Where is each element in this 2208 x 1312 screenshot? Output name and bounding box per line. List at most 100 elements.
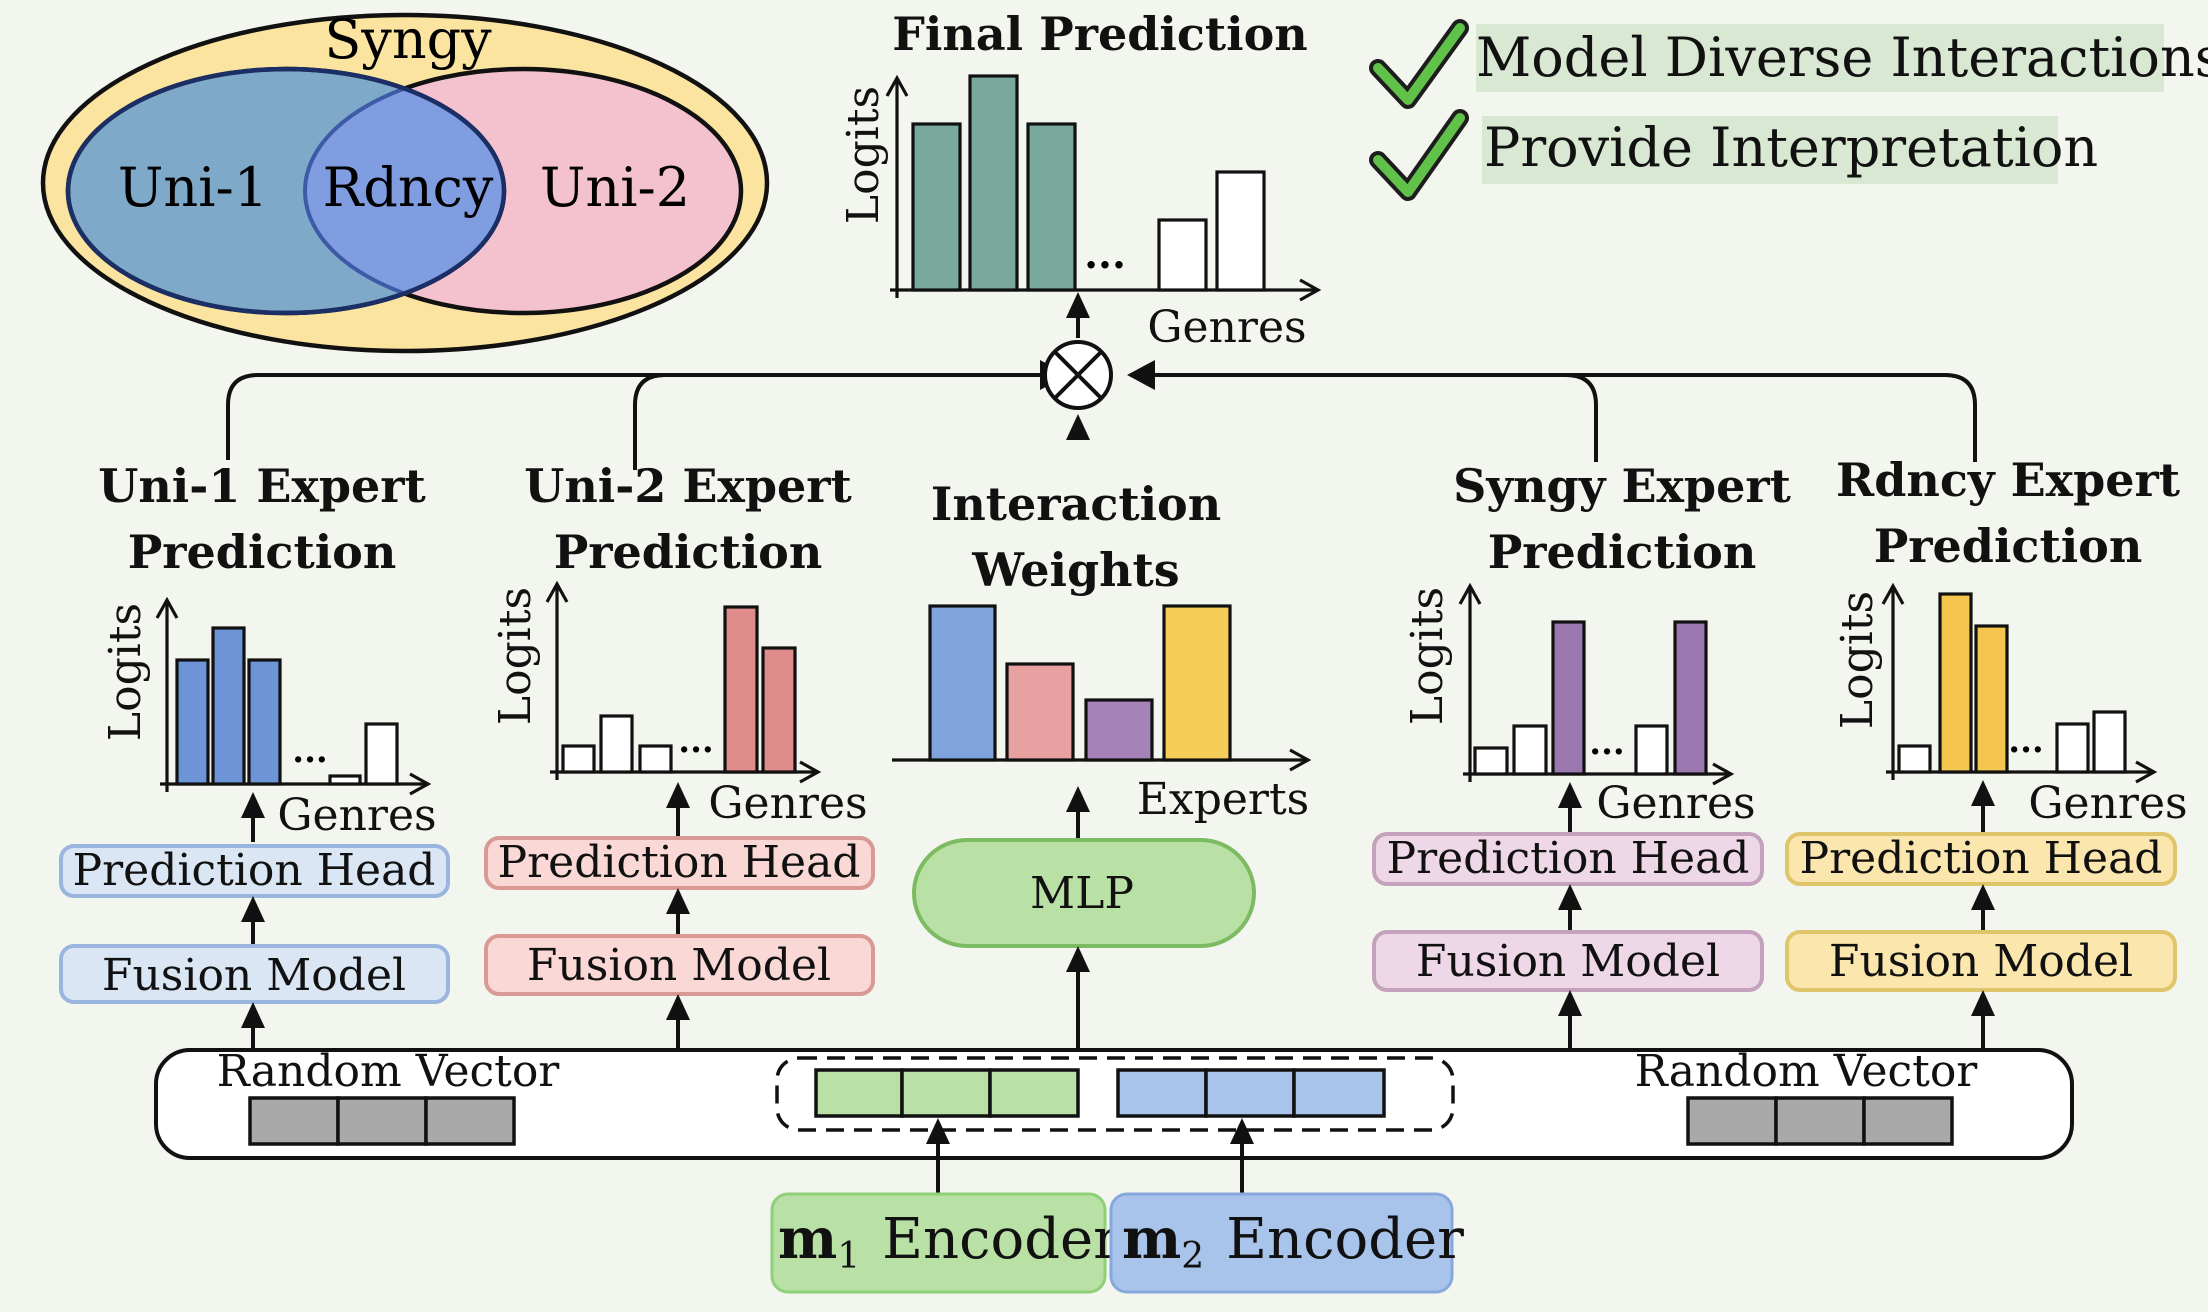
uni1-prediction-head — [59, 844, 450, 898]
vector-cell — [248, 1096, 340, 1146]
rdncy-bar — [1938, 592, 1973, 774]
uni1-bar — [364, 722, 399, 786]
rdncy-title-line2: Prediction — [1874, 519, 2143, 573]
multiply-operator-cross — [1053, 350, 1103, 400]
random-vector-left-label: Random Vector — [217, 1046, 561, 1097]
venn-diagram: Syngy Uni-1 Rdncy Uni-2 — [40, 8, 770, 354]
m1-symbol: m — [778, 1206, 837, 1272]
uni2-ellipsis: ... — [678, 721, 714, 761]
arrow-head — [1066, 292, 1090, 318]
uni2-prediction-head — [484, 836, 875, 890]
uni1-fusion-model-label: Fusion Model — [102, 950, 406, 1001]
arrow-head — [1558, 884, 1582, 910]
rdncy-prediction-head-label: Prediction Head — [1800, 833, 2163, 884]
m2-encoder-box — [1109, 1192, 1454, 1294]
syngy-bar — [1512, 724, 1548, 776]
rdncy-fusion-model-label: Fusion Model — [1829, 936, 2133, 987]
uni2-bar — [599, 714, 634, 774]
rdncy-bar — [2055, 722, 2090, 774]
m2-subscript: 2 — [1181, 1236, 1204, 1277]
uni1-ellipsis: ... — [292, 731, 328, 771]
arrow-head — [666, 994, 690, 1020]
input-strip: Random Vector Random Vector — [154, 1046, 2074, 1160]
vector-cell — [1686, 1096, 1778, 1146]
vector-cell — [1862, 1096, 1954, 1146]
weight-bar-uni2 — [1005, 662, 1075, 762]
rdncy-xlabel: Genres — [2028, 778, 2187, 829]
arrow-head — [1558, 782, 1582, 808]
arrow-head — [666, 888, 690, 914]
uni1-title-line2: Prediction — [128, 525, 397, 579]
vector-cell — [1292, 1068, 1386, 1118]
interaction-xlabel: Experts — [1137, 774, 1309, 825]
checklist-item-1: Model Diverse Interactions — [1476, 26, 2208, 89]
syngy-xlabel: Genres — [1596, 778, 1755, 829]
syngy-prediction-head-label: Prediction Head — [1387, 833, 1750, 884]
m2-encoder-text: m2 Encoder — [1122, 1206, 1464, 1277]
combination-flow — [226, 292, 1977, 470]
arrow-head — [926, 1118, 950, 1144]
weight-bar-uni1 — [928, 604, 997, 762]
rdncy-prediction-head — [1785, 832, 2177, 886]
uni1-outline — [65, 66, 507, 316]
syngy-y-axis — [1458, 582, 1482, 782]
uni2-prediction-head-label: Prediction Head — [498, 837, 861, 888]
rdncy-overlap — [303, 69, 504, 313]
vector-cell — [900, 1068, 992, 1118]
uni2-title-line2: Prediction — [554, 525, 823, 579]
uni1-fusion-model — [59, 944, 450, 1004]
arrow-head — [1558, 990, 1582, 1016]
final-bar — [1026, 122, 1077, 292]
uni2-bar — [561, 744, 596, 774]
syngy-fusion-model — [1372, 930, 1764, 992]
vector-cell — [1116, 1068, 1208, 1118]
syngy-prediction-head — [1372, 832, 1764, 886]
venn-left-label: Uni-1 — [118, 156, 268, 219]
rdncy-ellipsis: ... — [2008, 721, 2044, 761]
uni2-fusion-model — [484, 934, 875, 996]
syngy-bar — [1673, 620, 1708, 776]
interaction-title-line2: Weights — [971, 543, 1179, 597]
arrow-head — [1971, 780, 1995, 806]
vector-cell — [1774, 1096, 1866, 1146]
uni2-bar — [723, 605, 759, 774]
m2-embedding — [1116, 1068, 1386, 1118]
rdncy-fusion-model — [1785, 930, 2177, 992]
uni2-y-axis — [545, 580, 569, 780]
flow-line-uni1 — [226, 373, 1040, 460]
final-bar — [911, 122, 962, 292]
interaction-weights-panel: Interaction Weights Experts MLP — [892, 477, 1312, 1052]
uni1-title-line1: Uni-1 Expert — [98, 459, 426, 513]
vector-cell — [336, 1096, 428, 1146]
m2-symbol: m — [1122, 1206, 1181, 1272]
m1-encoder-box — [770, 1192, 1107, 1294]
input-container — [154, 1048, 2074, 1160]
random-vector-left — [248, 1096, 516, 1146]
vector-cell — [1204, 1068, 1296, 1118]
syngy-bar — [1634, 724, 1669, 776]
venn-right-label: Uni-2 — [540, 156, 690, 219]
rdncy-bar — [2092, 710, 2127, 774]
final-bar — [968, 74, 1019, 292]
arrow-head — [1971, 990, 1995, 1016]
syngy-ellipsis: ... — [1589, 723, 1625, 763]
rdncy-bar — [1897, 744, 1932, 774]
final-ellipsis: ... — [1084, 231, 1126, 278]
rdncy-y-axis — [1881, 582, 1905, 780]
uni1-prediction-head-label: Prediction Head — [73, 845, 436, 896]
encoder-concat-group — [775, 1056, 1455, 1132]
arrow-head — [1066, 946, 1090, 972]
syngy-ylabel: Logits — [1402, 587, 1453, 725]
random-vector-right-label: Random Vector — [1635, 1046, 1979, 1097]
uni2-xlabel: Genres — [708, 778, 867, 829]
syngy-bar — [1473, 746, 1509, 776]
final-prediction-panel: Final Prediction Logits Genres ... — [838, 7, 1322, 353]
arrow-head — [1066, 414, 1090, 440]
vector-cell — [988, 1068, 1080, 1118]
final-y-axis — [885, 74, 909, 298]
checklist: Model Diverse Interactions Provide Inter… — [1369, 19, 2208, 201]
weight-bar-rdncy — [1162, 604, 1232, 762]
m2-encoder-label: Encoder — [1226, 1207, 1464, 1272]
